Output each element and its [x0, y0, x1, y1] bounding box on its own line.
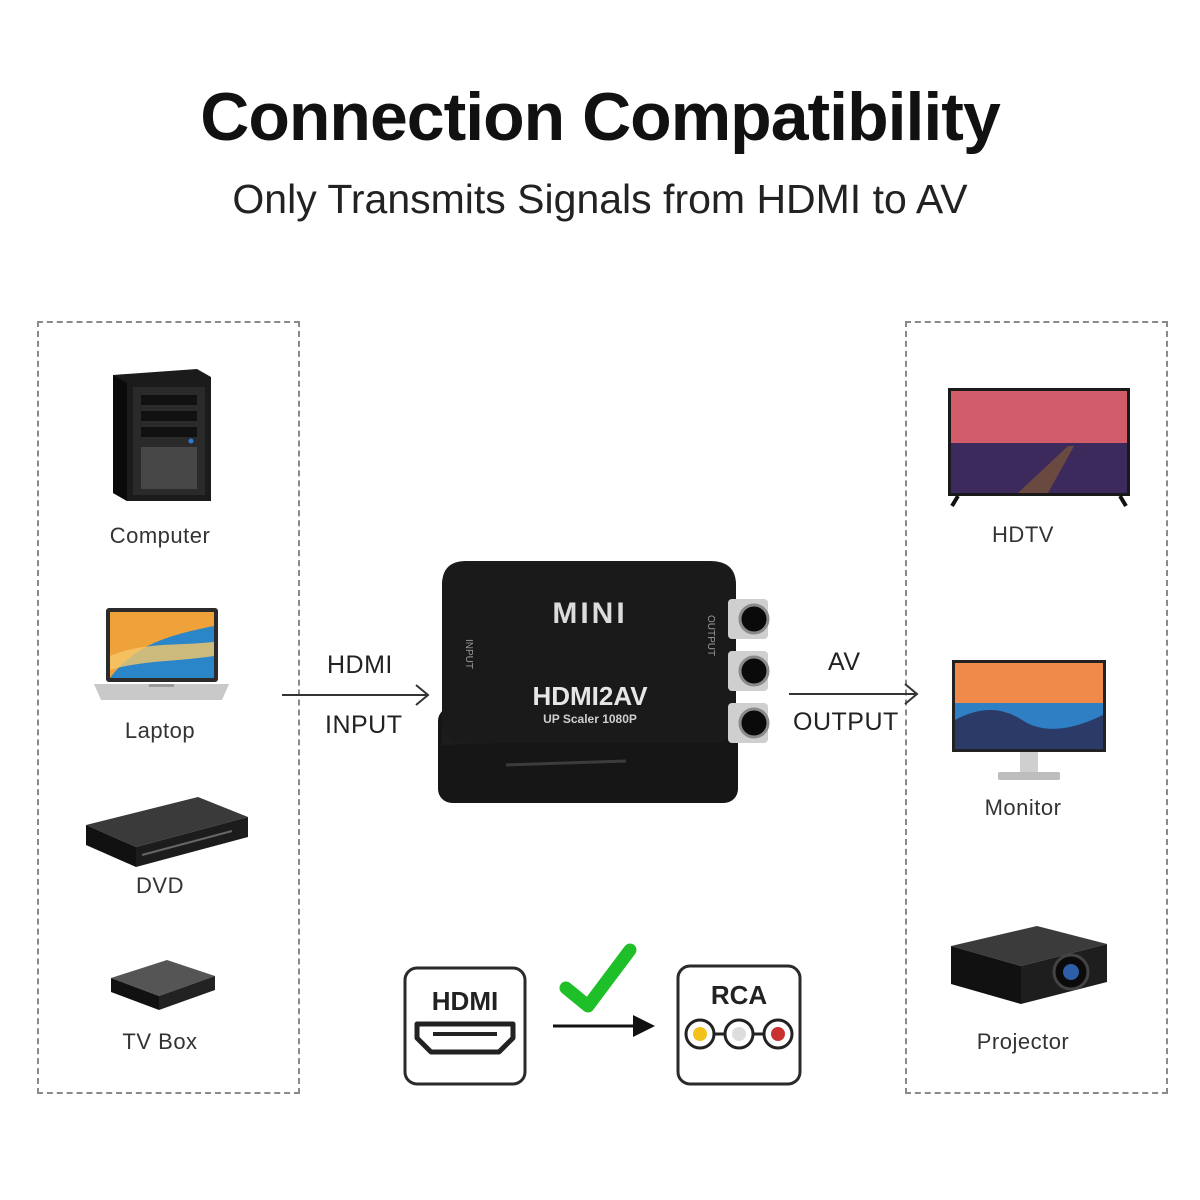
rca-box: RCA	[676, 964, 802, 1086]
hdmi-box-label: HDMI	[432, 986, 498, 1016]
input-arrow-icon	[282, 684, 430, 706]
converter-side-input: INPUT	[463, 639, 474, 669]
laptop-icon	[94, 608, 229, 700]
monitor-icon	[952, 660, 1106, 780]
converter-model: HDMI2AV	[532, 681, 648, 711]
device-label-monitor: Monitor	[984, 795, 1062, 820]
input-arrow-label-top: HDMI	[327, 651, 393, 679]
output-arrow-icon	[789, 683, 919, 705]
page-title: Connection Compatibility	[200, 79, 1001, 155]
dvd-player-icon	[86, 797, 248, 867]
output-devices-panel	[905, 321, 1168, 1094]
device-label-laptop: Laptop	[124, 718, 196, 743]
output-arrow-label-top: AV	[828, 648, 861, 676]
page-subtitle: Only Transmits Signals from HDMI to AV	[232, 176, 968, 222]
converter-device: MINI HDMI2AV UP Scaler 1080P INPUT OUTPU…	[438, 561, 770, 803]
converter-spec: UP Scaler 1080P	[543, 712, 637, 726]
projector-icon	[951, 926, 1107, 1004]
hdmi-port-icon	[414, 1021, 516, 1055]
converter-side-output: OUTPUT	[705, 615, 716, 656]
hdmi-box: HDMI	[403, 966, 527, 1086]
output-arrow-label-bottom: OUTPUT	[793, 708, 899, 736]
device-label-dvd: DVD	[136, 873, 184, 898]
hdtv-icon	[948, 388, 1130, 508]
tv-box-icon	[111, 960, 215, 1010]
device-label-hdtv: HDTV	[992, 522, 1054, 547]
input-arrow-label-bottom: INPUT	[325, 711, 403, 739]
converter-brand: MINI	[552, 597, 627, 630]
device-label-computer: Computer	[109, 523, 211, 548]
input-devices-panel	[37, 321, 300, 1094]
check-icon	[559, 943, 637, 1013]
device-label-tv-box: TV Box	[122, 1029, 198, 1054]
hdmi-to-rca-arrow-icon	[553, 1015, 655, 1037]
device-label-projector: Projector	[976, 1029, 1070, 1054]
rca-box-label: RCA	[711, 980, 768, 1010]
computer-tower-icon	[113, 369, 211, 501]
